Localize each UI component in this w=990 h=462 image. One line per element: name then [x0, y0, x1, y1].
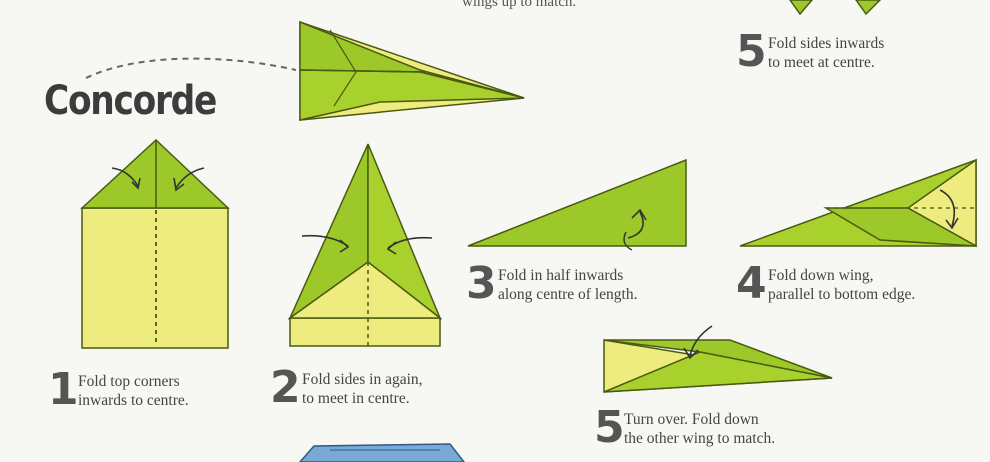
step-number: 2 [270, 362, 301, 413]
step-5b-diagram [603, 325, 833, 393]
step-number: 5 [594, 402, 625, 453]
step-line: inwards to centre. [78, 392, 189, 409]
step-number: 1 [48, 364, 79, 415]
step-line: Fold in half inwards [498, 267, 624, 284]
step-line: along centre of length. [498, 286, 638, 303]
blue-paper-diagram [299, 443, 465, 462]
step-1-diagram [80, 138, 230, 349]
step-line: Fold sides inwards [768, 35, 885, 52]
step-line: Fold top corners [78, 373, 180, 390]
step-line: the other wing to match. [624, 430, 776, 447]
partial-top-diagram [789, 0, 882, 16]
step-number: 5 [736, 26, 767, 77]
step-line: parallel to bottom edge. [768, 286, 916, 303]
page-title: Concorde [44, 78, 217, 124]
step-number: 4 [736, 258, 767, 309]
step-line: Fold sides in again, [302, 371, 423, 388]
step-4-diagram [739, 158, 977, 248]
step-line: to meet at centre. [768, 54, 875, 71]
concorde-finished-diagram [299, 20, 525, 121]
step-2-diagram [287, 143, 443, 347]
top-caption: wings up to match. [462, 0, 577, 10]
step-line: to meet in centre. [302, 390, 410, 407]
step-line: Turn over. Fold down [624, 411, 759, 428]
step-number: 3 [466, 258, 497, 309]
step-line: Fold down wing, [768, 267, 874, 284]
step-3-diagram [467, 158, 687, 251]
dashed-connector [85, 57, 297, 79]
